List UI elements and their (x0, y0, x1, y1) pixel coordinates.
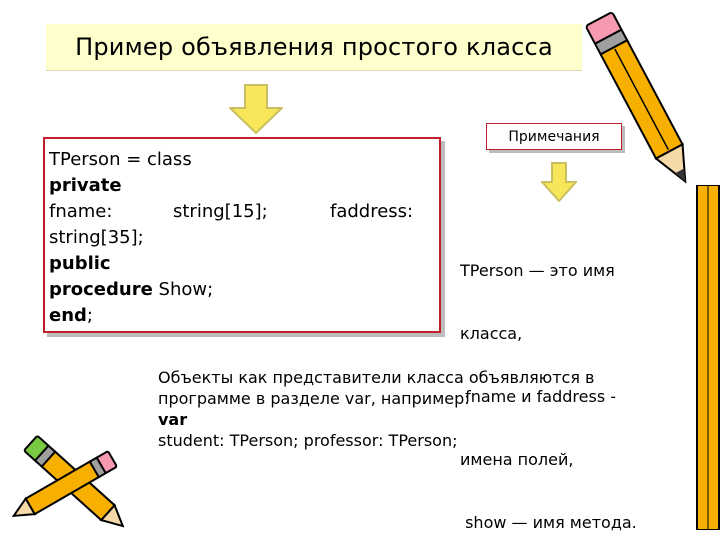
code-line-faddress: faddress: (330, 201, 414, 222)
notes-title-box: Примечания (486, 123, 622, 150)
down-arrow-icon (229, 84, 283, 134)
bottom-line-1: Объекты как представители класса объявля… (158, 368, 595, 387)
notes-line: fname и faddress - (460, 387, 617, 406)
pencil-icon (696, 185, 720, 530)
notes-line: имена полей, (460, 450, 574, 469)
code-line-1: TPerson = class (49, 149, 192, 170)
code-line-fname-type: string[15]; (173, 201, 268, 222)
class-declaration-box (43, 137, 441, 333)
slide-title: Пример объявления простого класса (75, 33, 553, 61)
code-line-procedure: procedure Show; (49, 277, 213, 303)
notes-line: TPerson — это имя (460, 261, 615, 280)
notes-text: TPerson — это имя класса, fname и faddre… (460, 218, 680, 554)
objects-declaration-text: Объекты как представители класса объявля… (158, 367, 698, 451)
code-keyword-procedure: procedure (49, 279, 153, 300)
code-line-public: public (49, 253, 111, 274)
slide-title-box: Пример объявления простого класса (46, 24, 582, 71)
code-line-private: private (49, 175, 122, 196)
code-procedure-name: Show; (152, 279, 214, 300)
pencil-icon (11, 435, 125, 528)
notes-line: класса, (460, 324, 523, 343)
pencil-icon (585, 12, 687, 184)
down-arrow-icon (541, 162, 577, 202)
bottom-line-2: программе в разделе var, например: (158, 389, 470, 408)
notes-title: Примечания (508, 128, 600, 145)
code-line-faddress-type: string[35]; (49, 227, 144, 248)
bottom-line-var: var (158, 410, 188, 429)
bottom-line-4: student: TPerson; professor: TPerson; (158, 431, 458, 450)
code-keyword-end: end (49, 305, 87, 326)
code-line-end: end; (49, 303, 93, 329)
code-end-semicolon: ; (86, 305, 93, 326)
notes-line: show — имя метода. (460, 513, 637, 532)
code-line-fname: fname: (49, 201, 113, 222)
